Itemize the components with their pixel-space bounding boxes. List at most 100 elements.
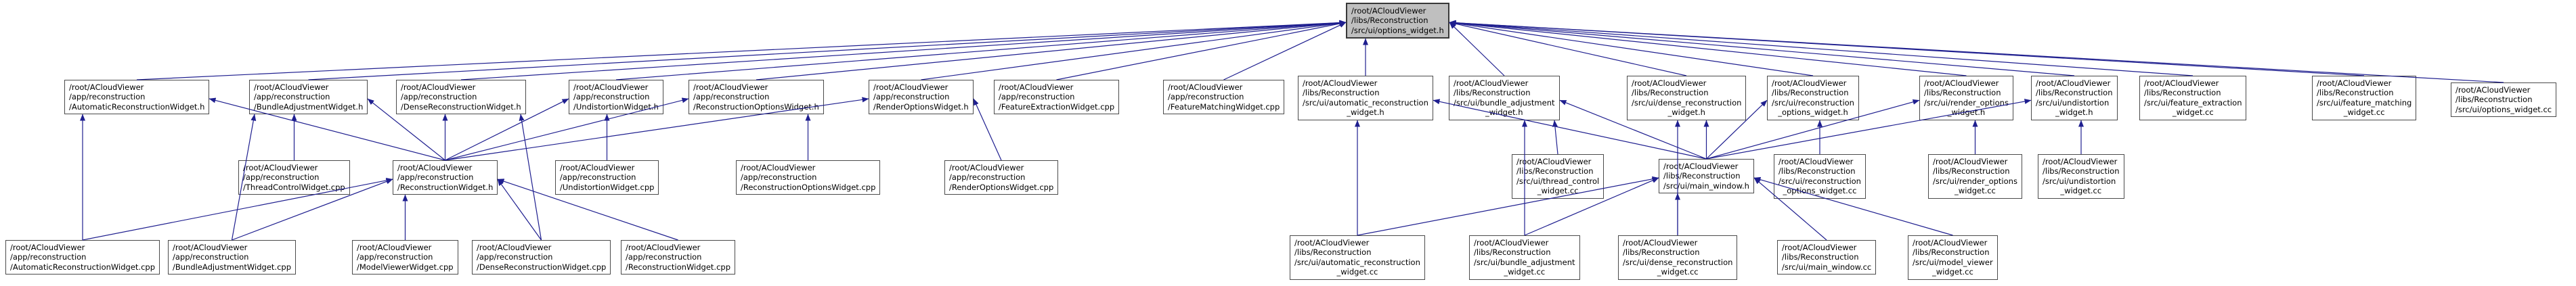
graph-node-label-line: /root/ACloudViewer	[1772, 78, 1847, 88]
graph-node-app_dense_cpp[interactable]: /root/ACloudViewer/app/reconstruction/De…	[472, 240, 611, 275]
graph-node-label-line: /AutomaticReconstructionWidget.cpp	[10, 262, 155, 272]
graph-node-label-line: /AutomaticReconstructionWidget.h	[69, 101, 205, 112]
graph-node-lib_featext_cc[interactable]: /root/ACloudViewer/libs/Reconstruction/s…	[2139, 76, 2247, 120]
graph-node-label-line: /app/reconstruction	[693, 92, 770, 102]
graph-node-label-line: /libs/Reconstruction	[1351, 16, 1428, 26]
graph-node-label-line: /src/ui/main_window.h	[1663, 181, 1749, 191]
graph-node-label-line: /libs/Reconstruction	[1913, 247, 1990, 258]
graph-node-label-line: /src/ui/feature_extraction	[2144, 97, 2242, 108]
include-edge	[756, 20, 1347, 80]
graph-node-label-line: /root/ACloudViewer	[1516, 157, 1592, 166]
include-edge	[1449, 20, 2075, 76]
graph-node-label-line: /app/reconstruction	[573, 92, 650, 102]
graph-node-lib_options_cc[interactable]: /root/ACloudViewer/libs/Reconstruction/s…	[2451, 82, 2557, 118]
graph-node-label-line: /app/reconstruction	[254, 92, 330, 102]
graph-node-lib_mainwindow_h[interactable]: /root/ACloudViewer/libs/Reconstruction/s…	[1659, 159, 1754, 194]
graph-node-label-line: /libs/Reconstruction	[1632, 88, 1709, 98]
graph-node-label-line: /root/ACloudViewer	[397, 163, 473, 172]
graph-node-label-line: /libs/Reconstruction	[2317, 88, 2394, 98]
graph-node-label-line: /app/reconstruction	[1168, 92, 1244, 102]
graph-node-label-line: /libs/Reconstruction	[1516, 166, 1594, 176]
graph-node-label-line: _widget.h	[1347, 108, 1384, 118]
graph-node-label-line: _widget.h	[2055, 108, 2093, 118]
graph-node-label-line: /root/ACloudViewer	[1632, 78, 1707, 88]
graph-node-label-line: _options_widget.cc	[1783, 186, 1857, 196]
graph-node-label-line: _widget.h	[1667, 108, 1705, 118]
graph-node-app_renderopts_cpp[interactable]: /root/ACloudViewer/app/reconstruction/Re…	[944, 160, 1059, 195]
graph-node-label-line: /FeatureMatchingWidget.cpp	[1168, 101, 1280, 112]
graph-node-label-line: /ModelViewerWidget.cpp	[357, 262, 454, 272]
graph-node-app_threadctl_cpp[interactable]: /root/ACloudViewer/app/reconstruction/Th…	[238, 160, 350, 195]
graph-node-lib_recopts_cc[interactable]: /root/ACloudViewer/libs/Reconstruction/s…	[1774, 154, 1866, 199]
graph-node-app_reconstruction_h[interactable]: /root/ACloudViewer/app/reconstruction/Re…	[393, 160, 498, 195]
graph-node-app_bundle_h[interactable]: /root/ACloudViewer/app/reconstruction/Bu…	[249, 80, 368, 115]
graph-node-label-line: /libs/Reconstruction	[2043, 166, 2120, 176]
graph-node-lib_dense_h[interactable]: /root/ACloudViewer/libs/Reconstruction/s…	[1627, 76, 1747, 120]
graph-node-label-line: /app/reconstruction	[999, 92, 1075, 102]
graph-node-label-line: /app/reconstruction	[243, 172, 320, 183]
graph-node-label-line: /app/reconstruction	[173, 252, 249, 262]
graph-node-lib_bundle_cc[interactable]: /root/ACloudViewer/libs/Reconstruction/s…	[1469, 235, 1580, 280]
graph-node-label-line: /src/ui/reconstruction	[1778, 176, 1861, 186]
graph-node-lib_renderopts_h[interactable]: /root/ACloudViewer/libs/Reconstruction/s…	[1919, 76, 2013, 120]
graph-node-label-line: /root/ACloudViewer	[949, 163, 1024, 172]
graph-node-lib_dense_cc[interactable]: /root/ACloudViewer/libs/Reconstruction/s…	[1618, 235, 1738, 280]
graph-node-label-line: /BundleAdjustmentWidget.cpp	[173, 262, 292, 272]
graph-node-label-line: /root/ACloudViewer	[1663, 162, 1739, 171]
graph-node-label-line: _widget.cc	[2172, 108, 2214, 118]
graph-node-lib_renderopts_cc[interactable]: /root/ACloudViewer/libs/Reconstruction/s…	[1928, 154, 2022, 199]
graph-node-lib_automatic_h[interactable]: /root/ACloudViewer/libs/Reconstruction/s…	[1298, 76, 1433, 120]
graph-node-app_reconstruction_cpp[interactable]: /root/ACloudViewer/app/reconstruction/Re…	[621, 240, 736, 275]
graph-node-label-line: /UndistortionWidget.cpp	[560, 182, 655, 192]
graph-node-lib_modelviewer_cc[interactable]: /root/ACloudViewer/libs/Reconstruction/s…	[1908, 235, 1998, 280]
graph-node-label-line: /root/ACloudViewer	[873, 82, 948, 92]
graph-node-label-line: /src/ui/automatic_reconstruction	[1303, 97, 1428, 108]
graph-node-label-line: /libs/Reconstruction	[1924, 88, 2001, 98]
graph-node-label-line: /libs/Reconstruction	[1782, 252, 1859, 262]
graph-node-label-line: _widget.h	[1947, 108, 1986, 118]
graph-node-label-line: /root/ACloudViewer	[2144, 78, 2219, 88]
graph-node-label-line: /root/ACloudViewer	[477, 243, 552, 252]
graph-node-label-line: /src/ui/bundle_adjustment	[1454, 97, 1555, 108]
graph-node-label-line: _widget.cc	[1504, 267, 1546, 277]
graph-node-app_modelviewer_cpp[interactable]: /root/ACloudViewer/app/reconstruction/Mo…	[352, 240, 458, 275]
graph-node-lib_bundle_h[interactable]: /root/ACloudViewer/libs/Reconstruction/s…	[1449, 76, 1560, 120]
graph-node-lib_undist_cc[interactable]: /root/ACloudViewer/libs/Reconstruction/s…	[2038, 154, 2124, 199]
graph-node-app_featmatch_cpp[interactable]: /root/ACloudViewer/app/reconstruction/Fe…	[1163, 80, 1285, 115]
graph-node-label-line: /libs/Reconstruction	[1663, 171, 1741, 181]
graph-node-lib_featmatch_cc[interactable]: /root/ACloudViewer/libs/Reconstruction/s…	[2312, 76, 2417, 120]
graph-node-label-line: /src/ui/feature_matching	[2317, 97, 2412, 108]
graph-node-label-line: /libs/Reconstruction	[2455, 95, 2533, 105]
graph-node-label-line: /RenderOptionsWidget.cpp	[949, 182, 1054, 192]
graph-node-label-line: /root/ACloudViewer	[1778, 157, 1854, 166]
include-edge	[519, 114, 542, 241]
graph-node-label-line: /src/ui/dense_reconstruction	[1623, 257, 1733, 267]
graph-node-lib_undist_h[interactable]: /root/ACloudViewer/libs/Reconstruction/s…	[2031, 76, 2118, 120]
graph-node-app_bundle_cpp[interactable]: /root/ACloudViewer/app/reconstruction/Bu…	[168, 240, 297, 275]
graph-node-app_automatic_h[interactable]: /root/ACloudViewer/app/reconstruction/Au…	[64, 80, 210, 115]
graph-node-label-line: /root/ACloudViewer	[1351, 6, 1426, 16]
graph-node-label-line: _options_widget.h	[1778, 108, 1848, 118]
graph-node-app_dense_h[interactable]: /root/ACloudViewer/app/reconstruction/De…	[396, 80, 526, 115]
graph-node-label-line: /root/ACloudViewer	[741, 163, 816, 172]
graph-node-label-line: /app/reconstruction	[560, 172, 636, 183]
graph-node-lib_automatic_cc[interactable]: /root/ACloudViewer/libs/Reconstruction/s…	[1290, 235, 1425, 280]
graph-node-app_undist_h[interactable]: /root/ACloudViewer/app/reconstruction/Un…	[569, 80, 663, 115]
graph-node-label-line: /RenderOptionsWidget.h	[873, 101, 969, 112]
graph-node-app_renderopts_h[interactable]: /root/ACloudViewer/app/reconstruction/Re…	[869, 80, 974, 115]
graph-node-label-line: /root/ACloudViewer	[401, 82, 476, 92]
graph-node-app_featext_cpp[interactable]: /root/ACloudViewer/app/reconstruction/Fe…	[994, 80, 1120, 115]
graph-node-app_recopts_cpp[interactable]: /root/ACloudViewer/app/reconstruction/Re…	[736, 160, 881, 195]
graph-node-label-line: /app/reconstruction	[741, 172, 817, 183]
graph-node-lib_mainwindow_cc[interactable]: /root/ACloudViewer/libs/Reconstruction/s…	[1777, 240, 1877, 275]
graph-node-label-line: /root/ACloudViewer	[1454, 78, 1529, 88]
graph-node-lib_recopts_h[interactable]: /root/ACloudViewer/libs/Reconstruction/s…	[1767, 76, 1859, 120]
graph-node-label-line: _widget.cc	[1657, 267, 1699, 277]
graph-node-label-line: /src/ui/undistortion	[2043, 176, 2116, 186]
graph-node-app_recopts_h[interactable]: /root/ACloudViewer/app/reconstruction/Re…	[689, 80, 824, 115]
graph-node-app_automatic_cpp[interactable]: /root/ACloudViewer/app/reconstruction/Au…	[5, 240, 160, 275]
graph-node-root: /root/ACloudViewer/libs/Reconstruction/s…	[1346, 3, 1449, 39]
graph-node-label-line: /app/reconstruction	[873, 92, 950, 102]
graph-node-lib_threadctl_cc[interactable]: /root/ACloudViewer/libs/Reconstruction/s…	[1512, 154, 1604, 199]
graph-node-app_undist_cpp[interactable]: /root/ACloudViewer/app/reconstruction/Un…	[555, 160, 659, 195]
